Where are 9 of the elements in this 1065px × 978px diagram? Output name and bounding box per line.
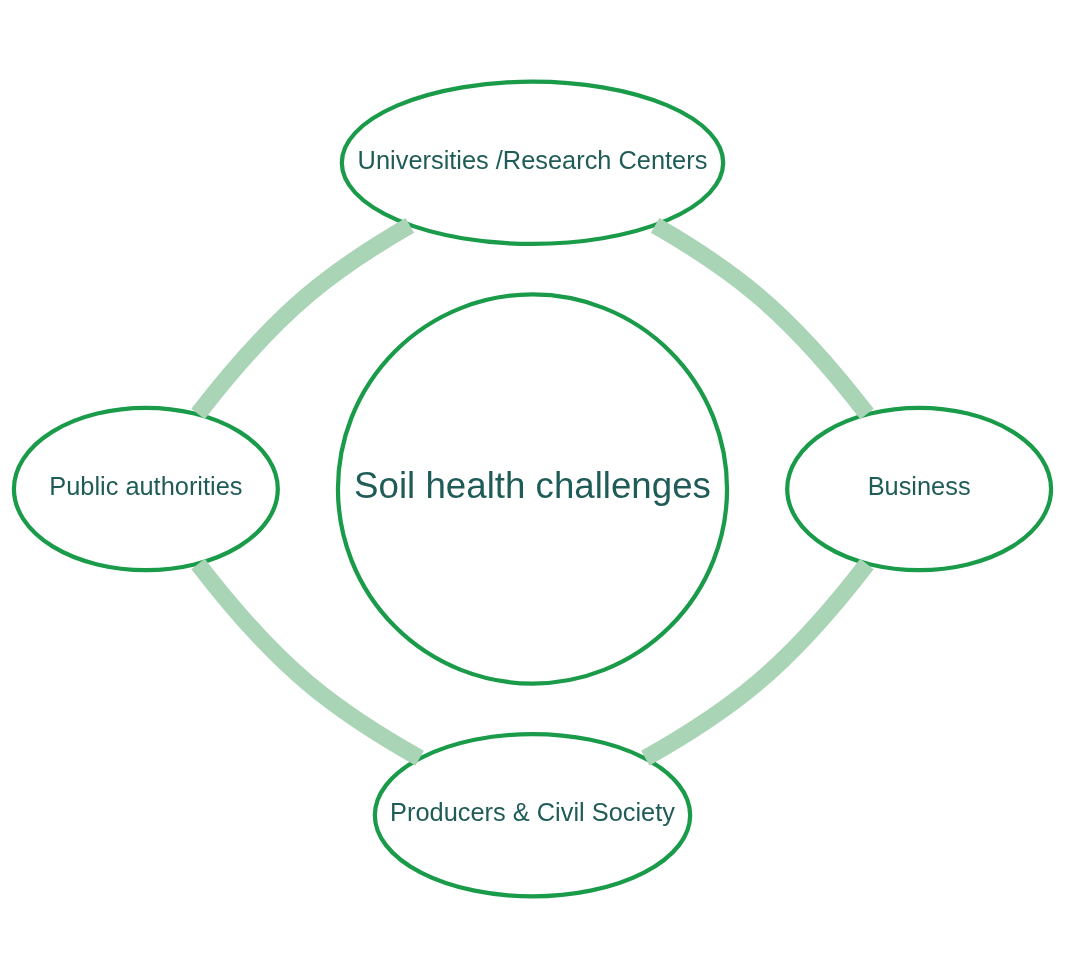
node-ellipse: Public authorities (11, 405, 280, 573)
node-ellipse: Producers & Civil Society (372, 731, 693, 899)
connector (641, 558, 874, 766)
node-ellipse: Universities /Research Centers (339, 79, 726, 247)
connector (191, 218, 415, 420)
connector (650, 218, 874, 420)
node-ellipse: Business (785, 405, 1054, 573)
connector (191, 558, 424, 766)
node-circle: Soil health challenges (335, 292, 730, 686)
